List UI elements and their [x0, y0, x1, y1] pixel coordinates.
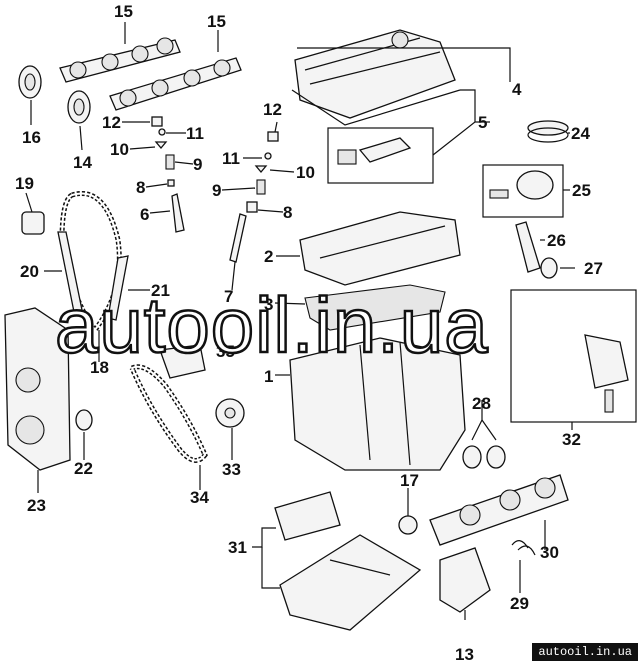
vvt-unit-32 [584, 334, 629, 389]
callout-10b: 10 [296, 163, 315, 182]
thrust-washer-29-a [511, 540, 529, 549]
seal-8-left [167, 179, 175, 187]
valve-7 [229, 213, 247, 263]
crankshaft-30 [429, 474, 569, 546]
callout-24: 24 [571, 124, 590, 143]
crank-pulley-17 [398, 515, 418, 535]
spring-9-right [256, 179, 266, 195]
callout-12b: 12 [263, 100, 282, 119]
callout-11a: 11 [186, 124, 204, 143]
callout-9a: 9 [193, 155, 202, 174]
gasket-long [358, 137, 412, 163]
engine-block [289, 337, 466, 471]
callout-15a: 15 [114, 2, 133, 21]
callout-3: 3 [264, 295, 273, 314]
gasket-set-box [327, 127, 434, 184]
callout-28: 28 [472, 394, 491, 413]
baffle-31 [274, 491, 341, 541]
camshaft-exhaust [109, 57, 242, 111]
callout-13: 13 [455, 645, 474, 663]
callout-29: 29 [510, 594, 529, 613]
callout-35: 35 [216, 342, 235, 361]
piston-box [482, 164, 564, 218]
watermark-text: autooil.in.ua [54, 281, 489, 369]
callout-6: 6 [140, 205, 149, 224]
callout-32: 32 [562, 430, 581, 449]
callout-25: 25 [572, 181, 591, 200]
seal-8-right [246, 201, 258, 213]
camshaft-intake [59, 37, 181, 83]
connecting-rod-26 [515, 221, 541, 273]
thrust-washer-29-b [517, 545, 536, 556]
callout-8b: 8 [283, 203, 292, 222]
piston-pin [489, 189, 509, 199]
vvt-bolt [604, 389, 614, 413]
lifter-12-right [267, 131, 279, 142]
keeper-11-right [264, 152, 272, 160]
oil-pan-31 [279, 534, 422, 631]
callout-7: 7 [224, 287, 233, 306]
timing-chain-34 [129, 364, 208, 463]
callout-34: 34 [190, 488, 209, 507]
head-gasket [304, 284, 446, 331]
callout-26: 26 [547, 231, 566, 250]
callout-23: 23 [27, 496, 46, 515]
callout-18: 18 [90, 358, 109, 377]
cam-sprocket-14 [67, 90, 91, 124]
callout-4: 4 [512, 80, 522, 99]
rod-bearing-27 [540, 257, 558, 279]
keeper-11-left [158, 128, 166, 136]
callout-2: 2 [264, 247, 273, 266]
gasket-small [337, 149, 357, 165]
callout-19: 19 [15, 174, 34, 193]
callout-27: 27 [584, 259, 603, 278]
callout-10a: 10 [110, 140, 129, 159]
piston-25 [516, 170, 554, 200]
tensioner-35 [159, 344, 206, 379]
callout-1: 1 [264, 367, 273, 386]
tensioner-19 [21, 211, 45, 235]
retainer-10-left [154, 141, 168, 150]
callout-14: 14 [73, 153, 92, 172]
lifter-12-left [151, 116, 163, 127]
retainer-10-right [254, 165, 268, 174]
cover-gasket [291, 89, 461, 126]
callout-20: 20 [20, 262, 39, 281]
callout-9b: 9 [212, 181, 221, 200]
front-seal-22 [75, 409, 93, 431]
cam-sprocket-16 [18, 65, 42, 99]
callout-12a: 12 [102, 113, 121, 132]
callout-21: 21 [151, 281, 170, 300]
callout-5: 5 [478, 113, 487, 132]
chain-guide-21 [107, 255, 129, 321]
oil-pump-13 [439, 547, 491, 613]
spring-9-left [165, 154, 175, 170]
callout-33: 33 [222, 460, 241, 479]
callout-8a: 8 [136, 178, 145, 197]
callout-31: 31 [228, 538, 247, 557]
cylinder-head [299, 211, 461, 286]
callout-22: 22 [74, 459, 93, 478]
footer-site-tag: autooil.in.ua [532, 643, 638, 661]
callout-11b: 11 [222, 149, 240, 168]
bearing-28-a [462, 445, 482, 469]
callout-labels: 1 2 3 4 5 6 7 8 8 9 9 10 10 11 11 12 12 … [15, 2, 603, 663]
callout-30: 30 [540, 543, 559, 562]
valve-6 [171, 193, 185, 233]
valve-cover [294, 29, 456, 119]
callout-17: 17 [400, 471, 419, 490]
callout-16: 16 [22, 128, 41, 147]
leader-lines [25, 22, 575, 620]
bearing-28-b [486, 445, 506, 469]
callout-15b: 15 [207, 12, 226, 31]
vvt-box-32 [510, 289, 637, 423]
chain-guide-20 [57, 231, 83, 313]
